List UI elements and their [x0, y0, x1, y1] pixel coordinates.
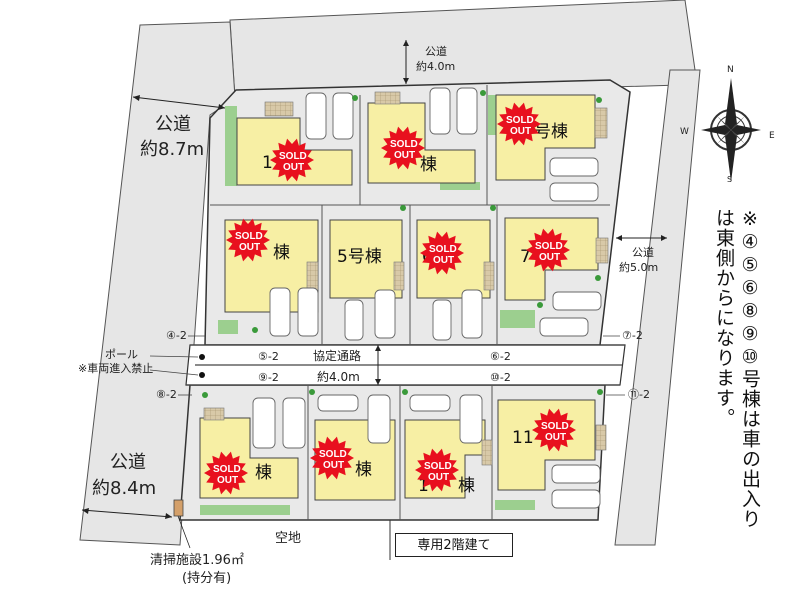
- unit-8-label: 棟: [255, 463, 272, 483]
- east-access-note: ※④⑤⑥⑧⑨⑩号棟は車の出入りは東側からになります。: [713, 208, 761, 529]
- pole-marker-1: [199, 354, 205, 360]
- sold-out-text-line1: SOLD: [279, 151, 307, 162]
- unit-labels: 1 棟 号棟 棟 5号棟 6 7 棟 棟 1 棟 11: [255, 122, 568, 496]
- unit-3-label: 号棟: [534, 122, 568, 142]
- easement-11-2: ⑪-2: [628, 388, 650, 401]
- west-road-name: 公道: [155, 114, 191, 135]
- compass-west: W: [680, 127, 689, 137]
- sold-out-star: [526, 228, 570, 272]
- unit-11-label: 11: [512, 428, 534, 448]
- two-story-label: 専用2階建て: [395, 533, 513, 557]
- sold-out-text-line2: OUT: [239, 242, 260, 253]
- unit-1-label: 1: [262, 153, 273, 173]
- easement-8-2: ⑧-2: [156, 388, 177, 401]
- easement-4-2: ④-2: [166, 329, 187, 342]
- unit-7-label: 7: [520, 247, 531, 267]
- sold-out-star: [226, 218, 270, 262]
- lawn-areas: [200, 95, 535, 515]
- sold-out-text-line1: SOLD: [535, 241, 563, 252]
- sold-out-text-line2: OUT: [545, 432, 566, 443]
- sold-out-star: [310, 436, 354, 480]
- sold-out-text-line1: SOLD: [506, 115, 534, 126]
- unit-9-label: 棟: [355, 460, 372, 480]
- private-road-name: 協定通路: [313, 348, 361, 363]
- pole-marker-2: [199, 372, 205, 378]
- sold-out-text-line1: SOLD: [319, 449, 347, 460]
- sold-out-star: [270, 138, 314, 182]
- houses: [199, 94, 599, 501]
- sold-out-text-line1: SOLD: [541, 421, 569, 432]
- sold-out-text-line1: SOLD: [235, 231, 263, 242]
- compass-north: N: [727, 65, 734, 75]
- easement-6-2: ⑥-2: [490, 350, 511, 363]
- sold-out-text-line2: OUT: [433, 255, 454, 266]
- sold-out-star: [381, 126, 425, 170]
- easement-9-2: ⑨-2: [258, 371, 279, 384]
- southwest-road-width: 約8.4m: [92, 478, 156, 499]
- cleaning-facility-label: 清掃施設1.96㎡: [150, 552, 244, 568]
- north-road-width: 約4.0m: [416, 59, 455, 73]
- unit-10-label-a: 1: [418, 476, 429, 496]
- compass-south: S: [727, 175, 732, 184]
- vacant-lot-label: 空地: [275, 531, 301, 546]
- private-road-width: 約4.0m: [317, 369, 360, 384]
- easement-markers: ④-2 ⑤-2 ⑥-2 ⑦-2 ⑧-2 ⑨-2 ⑩-2 ⑪-2: [156, 329, 650, 401]
- pole-label: ポール: [105, 348, 138, 361]
- unit-2-label: 棟: [420, 155, 437, 175]
- parking-stalls: [252, 87, 602, 509]
- sold-out-text-line2: OUT: [323, 460, 344, 471]
- sold-out-text-line1: SOLD: [390, 139, 418, 150]
- sold-out-text-line2: OUT: [283, 162, 304, 173]
- easement-7-2: ⑦-2: [622, 329, 643, 342]
- sold-out-text-line2: OUT: [394, 150, 415, 161]
- north-road-name: 公道: [425, 44, 447, 58]
- sold-out-star: [204, 451, 248, 495]
- lot-boundaries: [210, 85, 610, 520]
- easement-10-2: ⑩-2: [490, 371, 511, 384]
- compass-east: E: [769, 131, 775, 141]
- sold-out-text-line2: OUT: [539, 252, 560, 263]
- pole-note: ※車両進入禁止: [78, 361, 153, 375]
- sold-out-text-line1: SOLD: [213, 464, 241, 475]
- unit-4-label: 棟: [273, 243, 290, 263]
- sold-out-text-line2: OUT: [510, 126, 531, 137]
- sold-out-star: [532, 408, 576, 452]
- easement-5-2: ⑤-2: [258, 350, 279, 363]
- compass-rose: N S E W: [680, 65, 775, 184]
- trees: [202, 90, 603, 398]
- sold-out-text-line2: OUT: [217, 475, 238, 486]
- sold-out-star: [497, 102, 541, 146]
- public-road-west: [79, 21, 236, 546]
- unit-10-label-b: 棟: [458, 476, 475, 496]
- unit-5-label: 5号棟: [337, 247, 382, 267]
- public-road-east: [614, 69, 701, 546]
- sold-out-star: [420, 231, 464, 275]
- east-road-width: 約5.0m: [619, 260, 658, 274]
- cleaning-facility-share: (持分有): [182, 571, 231, 586]
- east-road-name: 公道: [632, 245, 654, 259]
- sold-out-star: [415, 448, 459, 492]
- southwest-road-name: 公道: [110, 452, 146, 473]
- cleaning-facility: [173, 499, 184, 517]
- sold-out-text-line1: SOLD: [424, 461, 452, 472]
- west-road-width: 約8.7m: [140, 139, 204, 160]
- sold-out-text-line1: SOLD: [429, 244, 457, 255]
- sold-out-text-line2: OUT: [428, 472, 449, 483]
- decks: [203, 91, 609, 466]
